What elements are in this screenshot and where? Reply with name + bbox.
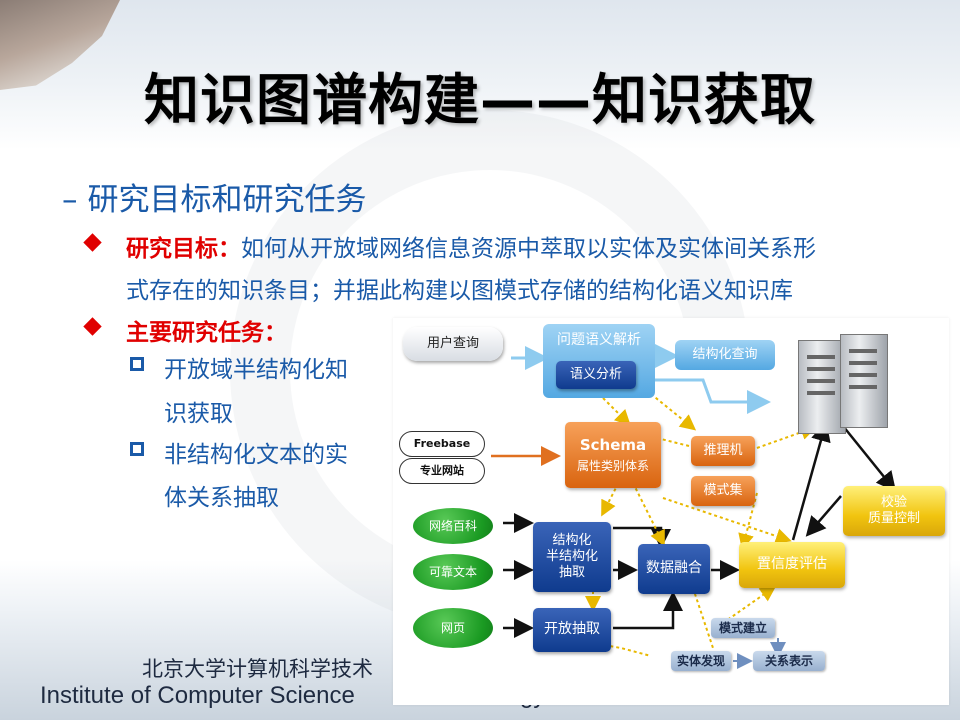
schema-box: Schema 属性类别体系: [565, 422, 661, 488]
data-fusion-box: 数据融合: [638, 544, 710, 594]
schema-subtitle: 属性类别体系: [576, 458, 649, 473]
square-bullet-icon: [130, 442, 144, 456]
pro-site-cloud: 专业网站: [399, 458, 485, 484]
entity-discover-box: 实体发现: [671, 651, 731, 671]
goal-text-1: 如何从开放域网络信息资源中萃取以实体及实体间关系形: [241, 236, 816, 262]
structured-query-box: 结构化查询: [675, 340, 775, 370]
quality-control-label: 质量控制: [867, 511, 920, 526]
footer-institute-cn: 北京大学计算机科学技术: [142, 657, 373, 681]
semantic-analysis-box: 语义分析: [556, 361, 636, 389]
semi-struct-label-1: 结构化: [552, 532, 592, 548]
confidence-eval-box: 置信度评估: [739, 542, 845, 588]
goal-line-2: 式存在的知识条目；并据此构建以图模式存储的结构化语义知识库: [126, 278, 793, 304]
footer-institute-en: Institute of Computer Science: [40, 682, 355, 709]
knowledge-acquisition-diagram: 用户查询 问题语义解析 语义分析 结构化查询 Freebase 专业网站 Sch…: [393, 318, 949, 705]
sub-heading: –研究目标和研究任务: [62, 174, 367, 219]
square-bullet-icon: [130, 357, 144, 371]
user-query-pill: 用户查询: [403, 327, 503, 361]
diamond-bullet-icon: [83, 233, 102, 252]
wiki-source: 网络百科: [413, 508, 493, 544]
freebase-cloud: Freebase: [399, 431, 485, 457]
open-extract-box: 开放抽取: [533, 608, 611, 652]
diamond-bullet-icon: [83, 317, 102, 336]
verify-label: 校验: [880, 494, 907, 510]
reasoner-box: 推理机: [691, 436, 755, 466]
sub-heading-text: 研究目标和研究任务: [87, 182, 367, 218]
semi-struct-label-2: 半结构化: [545, 548, 598, 564]
schema-title: Schema: [579, 436, 647, 455]
semi-structured-extract-box: 结构化 半结构化 抽取: [533, 522, 611, 592]
task2-line-2: 体关系抽取: [164, 485, 279, 511]
goal-line-1: 研究目标：如何从开放域网络信息资源中萃取以实体及实体间关系形: [126, 229, 816, 263]
tasks-label-text: 主要研究任务：: [126, 320, 287, 346]
slide-title: 知识图谱构建——知识获取: [143, 68, 816, 132]
question-parse-label: 问题语义解析: [557, 332, 641, 348]
semi-struct-label-3: 抽取: [558, 565, 585, 581]
header-background: [0, 0, 960, 150]
webpage-source: 网页: [413, 608, 493, 648]
goal-label: 研究目标：: [126, 236, 241, 262]
server-icon: [798, 340, 846, 434]
relation-repr-box: 关系表示: [753, 651, 825, 671]
tasks-label: 主要研究任务：: [126, 313, 287, 347]
task2-line-1: 非结构化文本的实: [164, 442, 348, 468]
task1-line-1: 开放域半结构化知: [164, 357, 348, 383]
pattern-build-box: 模式建立: [711, 618, 775, 638]
server-icon: [840, 334, 888, 428]
reliable-text-source: 可靠文本: [413, 554, 493, 590]
quality-control-box: 校验 质量控制: [843, 486, 945, 536]
dash-bullet: –: [62, 182, 78, 218]
task1-line-2: 识获取: [164, 401, 233, 427]
pattern-set-box: 模式集: [691, 476, 755, 506]
